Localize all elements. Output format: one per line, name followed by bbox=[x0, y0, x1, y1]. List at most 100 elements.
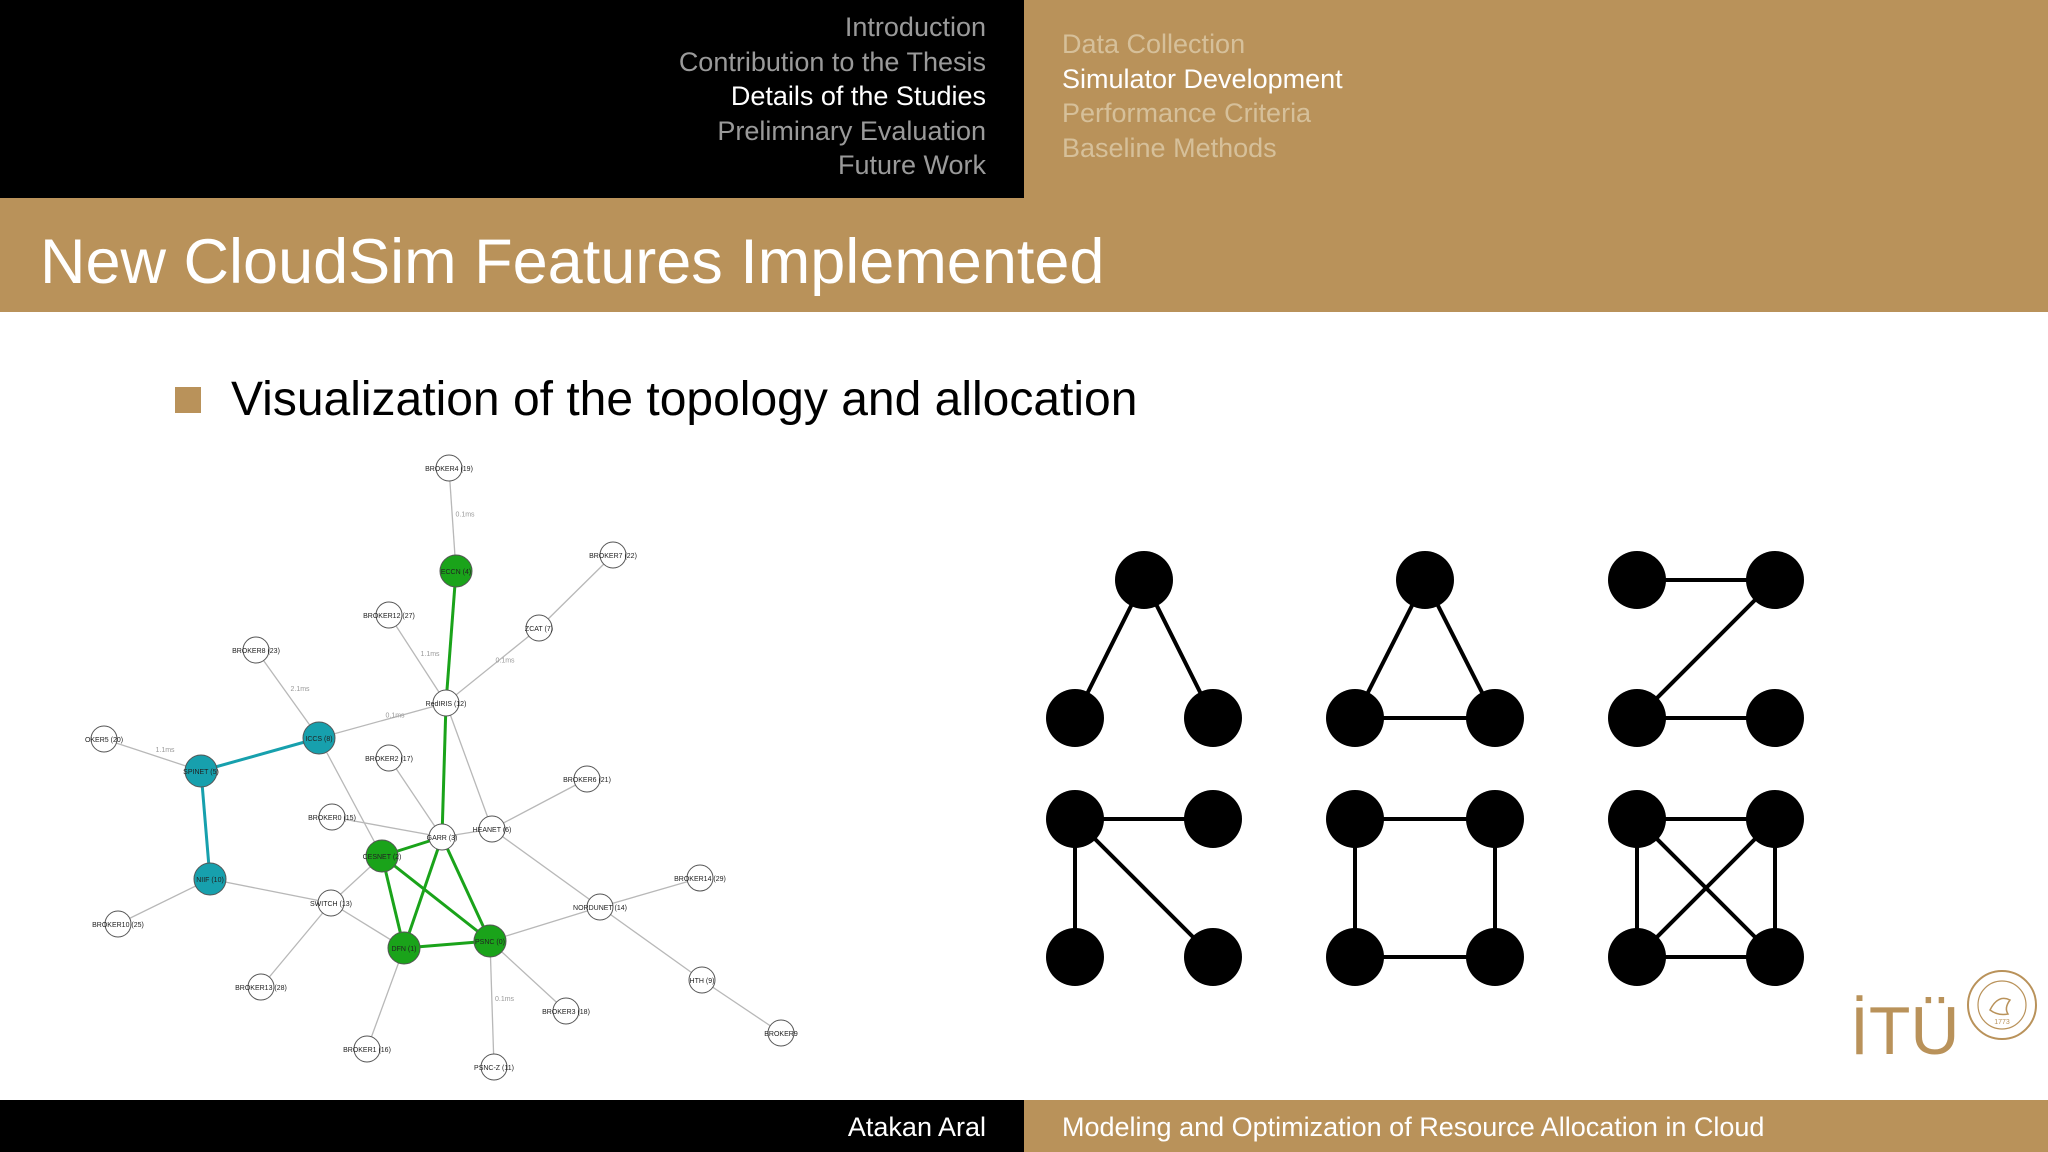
nav-section-contribution[interactable]: Contribution to the Thesis bbox=[678, 46, 986, 77]
motif-node bbox=[1326, 689, 1384, 747]
nav-subsection-baseline[interactable]: Baseline Methods bbox=[1062, 132, 1277, 163]
graph-node-label: NORDUNET (14) bbox=[573, 905, 627, 912]
graph-node bbox=[428, 823, 456, 851]
graph-node bbox=[242, 636, 270, 664]
itu-seal-year: 1773 bbox=[1994, 1019, 2010, 1026]
subsection-nav: Data Collection Simulator Development Pe… bbox=[1062, 27, 1343, 165]
motif-node bbox=[1046, 689, 1104, 747]
graph-edge bbox=[199, 770, 212, 880]
graph-node bbox=[525, 614, 553, 642]
graph-node-label: DFN (1) bbox=[392, 946, 417, 953]
motif-node bbox=[1115, 551, 1173, 609]
graph-node-label: GARR (3) bbox=[427, 835, 458, 842]
graph-node bbox=[432, 689, 460, 717]
nav-subsection-simulator[interactable]: Simulator Development bbox=[1062, 63, 1343, 94]
graph-node bbox=[439, 554, 473, 588]
graph-node-label: HTH (9) bbox=[690, 978, 715, 985]
motif-node bbox=[1396, 551, 1454, 609]
motif-node bbox=[1326, 928, 1384, 986]
graph-edge bbox=[489, 906, 601, 942]
graph-edge bbox=[491, 778, 588, 830]
graph-node bbox=[387, 931, 421, 965]
graph-node bbox=[586, 893, 614, 921]
graph-node-label: PSNC-Z (11) bbox=[474, 1065, 514, 1072]
graph-edge bbox=[255, 649, 320, 739]
graph-node bbox=[365, 839, 399, 873]
graph-node-label: ZCAT (7) bbox=[525, 626, 553, 633]
edge-label: 1.1ms bbox=[421, 651, 441, 658]
motif-node bbox=[1184, 928, 1242, 986]
graph-node bbox=[375, 601, 403, 629]
graph-node bbox=[599, 541, 627, 569]
graph-edge bbox=[445, 702, 493, 830]
graph-node-label: OKER5 (20) bbox=[85, 737, 123, 744]
graph-edge bbox=[440, 702, 448, 838]
graph-edge bbox=[489, 940, 495, 1068]
graph-nodes: BROKER4 (19)ECCN (4)BROKER7 (22)BROKER12… bbox=[85, 454, 798, 1081]
graph-edge bbox=[444, 570, 458, 704]
graph-node-label: BROKER13 (28) bbox=[235, 985, 287, 992]
nav-subsection-performance[interactable]: Performance Criteria bbox=[1062, 98, 1312, 128]
graph-node bbox=[184, 754, 218, 788]
header-nav-right: Data Collection Simulator Development Pe… bbox=[1024, 0, 2048, 198]
graph-edge bbox=[402, 836, 444, 949]
graph-node bbox=[573, 765, 601, 793]
graph-node-label: RedIRIS (12) bbox=[426, 701, 467, 708]
graph-node-label: BROKER2 (17) bbox=[365, 756, 413, 763]
graph-node-label: BROKER3 (18) bbox=[542, 1009, 590, 1016]
graph-edge bbox=[599, 906, 703, 981]
graph-node-label: BROKER1 (16) bbox=[343, 1047, 391, 1054]
motif-node bbox=[1326, 790, 1384, 848]
graph-edge bbox=[599, 877, 701, 908]
graph-node-label: BROKER12 (27) bbox=[363, 613, 415, 620]
graph-edge bbox=[117, 878, 211, 925]
nav-section-introduction[interactable]: Introduction bbox=[844, 12, 986, 42]
itu-logo: İTÜ 1773 bbox=[1850, 970, 2037, 1068]
graph-edge bbox=[318, 702, 447, 739]
graph-edge bbox=[366, 947, 405, 1050]
graph-node-label: HEANET (6) bbox=[473, 827, 512, 834]
graph-node bbox=[317, 889, 345, 917]
graph-node bbox=[686, 864, 714, 892]
bullet-square-icon bbox=[175, 386, 201, 413]
motif-diagrams bbox=[1046, 551, 1804, 986]
motif-node bbox=[1746, 551, 1804, 609]
graph-node bbox=[473, 924, 507, 958]
motif-node bbox=[1184, 790, 1242, 848]
graph-node-label: BROKER9 bbox=[764, 1031, 798, 1038]
graph-node-label: CESNET (2) bbox=[363, 854, 402, 861]
nav-section-details[interactable]: Details of the Studies bbox=[730, 81, 986, 111]
graph-edge bbox=[209, 878, 332, 904]
nav-section-preliminary[interactable]: Preliminary Evaluation bbox=[717, 115, 986, 146]
motif-node bbox=[1608, 928, 1666, 986]
graph-node bbox=[435, 454, 463, 482]
graph-node-label: PSNC (0) bbox=[475, 939, 505, 946]
graph-edge bbox=[489, 940, 567, 1012]
graph-node-label: ECCN (4) bbox=[441, 569, 471, 576]
motif-node bbox=[1466, 689, 1524, 747]
graph-edge bbox=[388, 757, 443, 838]
graph-edge bbox=[381, 854, 491, 943]
graph-node bbox=[480, 1053, 508, 1081]
footer-author: Atakan Aral bbox=[847, 1112, 986, 1142]
graph-edge bbox=[491, 828, 601, 908]
graph-node bbox=[90, 725, 118, 753]
graph-node bbox=[104, 910, 132, 938]
nav-subsection-data-collection[interactable]: Data Collection bbox=[1062, 29, 1246, 59]
section-nav: Introduction Contribution to the Thesis … bbox=[679, 10, 986, 183]
graph-edge bbox=[103, 738, 202, 772]
graph-edge bbox=[538, 554, 614, 629]
motif-node bbox=[1466, 928, 1524, 986]
nav-section-future-work[interactable]: Future Work bbox=[837, 150, 986, 180]
graph-node bbox=[302, 721, 336, 755]
graph-node-label: SWITCH (13) bbox=[310, 901, 352, 908]
graph-node-label: BROKER7 (22) bbox=[589, 553, 637, 560]
graph-node bbox=[767, 1019, 795, 1047]
motif-node bbox=[1608, 689, 1666, 747]
graph-node bbox=[353, 1035, 381, 1063]
footer-talk-title: Modeling and Optimization of Resource Al… bbox=[1062, 1112, 1765, 1142]
header-nav-left: Introduction Contribution to the Thesis … bbox=[0, 0, 1024, 198]
graph-node-label: BROKER6 (21) bbox=[563, 777, 611, 784]
graph-node-label: ICCS (8) bbox=[305, 736, 332, 743]
